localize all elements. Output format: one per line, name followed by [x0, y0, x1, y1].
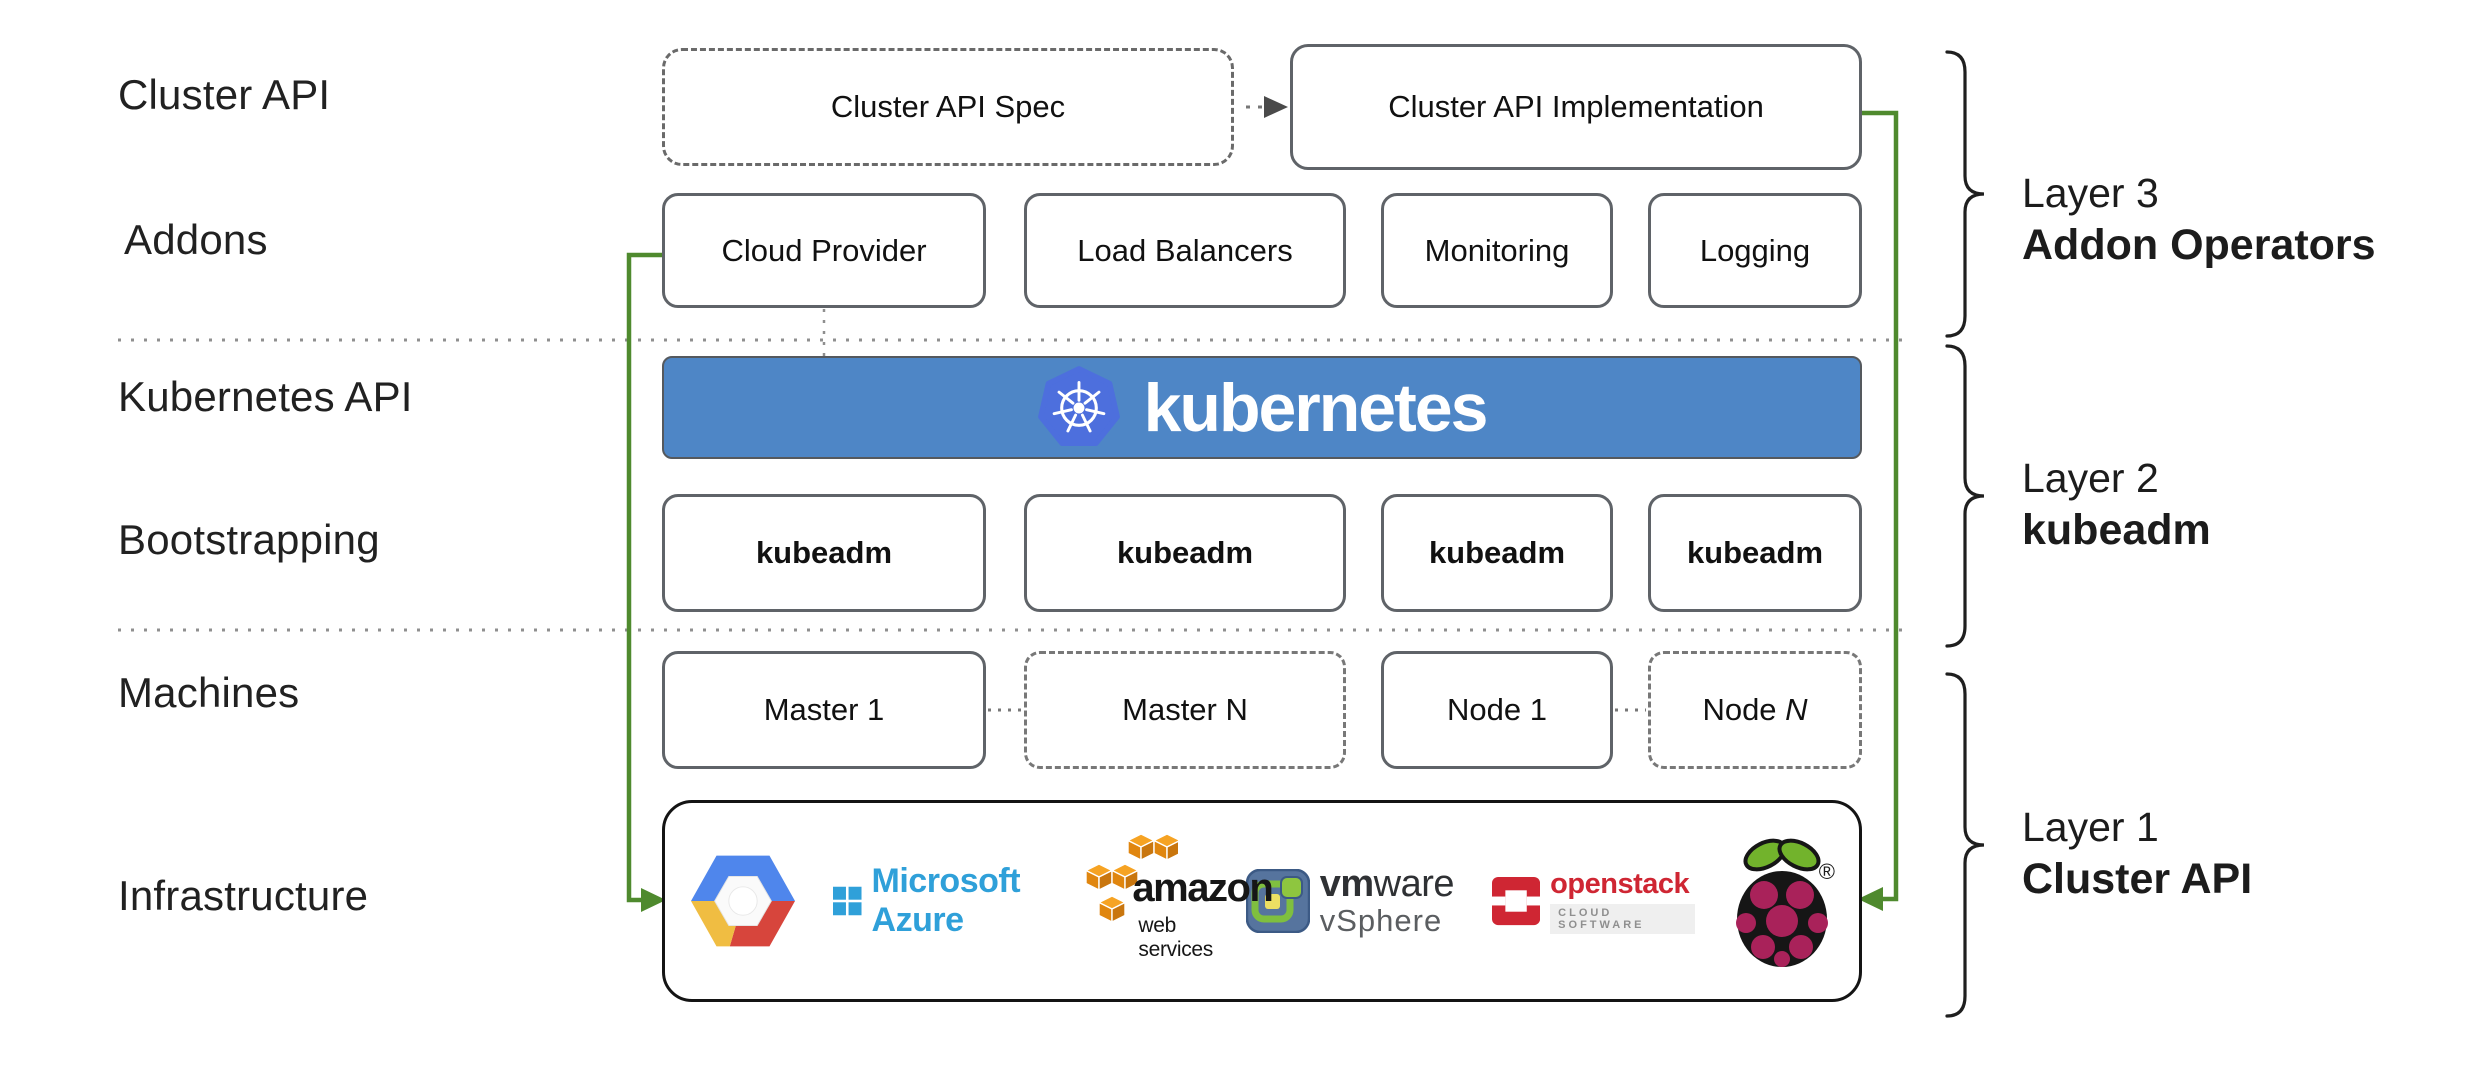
row-label-kubernetes-api: Kubernetes API	[118, 373, 413, 420]
box-cluster-api-spec-label: Cluster API Spec	[830, 89, 1066, 124]
layer-2-title: Layer 2	[2022, 455, 2159, 501]
layer-1-title: Layer 1	[2022, 804, 2159, 850]
layer-1-label: Layer 1 Cluster API	[2022, 801, 2252, 905]
vmware-vsphere-logo: vmware vSphere	[1245, 862, 1455, 938]
raspberry-pi-logo: ®	[1733, 831, 1835, 971]
box-master-n: Master N	[1024, 651, 1346, 769]
amazon-web-services-logo: amazon web services	[1086, 834, 1274, 968]
box-kubeadm-3-label: kubeadm	[1428, 535, 1566, 570]
vmware-wordmark: vmware	[1319, 862, 1455, 905]
vmware-vsphere-icon	[1245, 869, 1310, 933]
layer-1-brace	[1945, 672, 1985, 1018]
kubernetes-wordmark: kubernetes	[1143, 369, 1489, 446]
box-cloud-provider: Cloud Provider	[662, 193, 986, 308]
box-cloud-provider-label: Cloud Provider	[721, 232, 927, 268]
layer-2-label: Layer 2 kubeadm	[2022, 452, 2211, 556]
row-label-cluster-api: Cluster API	[118, 71, 331, 118]
box-node-n-label-prefix: Node	[1702, 692, 1786, 727]
box-node-n: Node N	[1648, 651, 1862, 769]
microsoft-azure-wordmark: Microsoft Azure	[871, 862, 1021, 939]
aws-web-services-label: web services	[1138, 914, 1214, 961]
layer-2-brace	[1945, 344, 1985, 648]
google-cloud-icon	[691, 855, 795, 947]
box-master-1: Master 1	[662, 651, 986, 769]
kubernetes-bar: kubernetes	[662, 356, 1862, 459]
green-flow-right	[1862, 110, 1899, 902]
box-node-1-label: Node 1	[1447, 692, 1547, 727]
box-logging-label: Logging	[1699, 232, 1811, 268]
box-kubeadm-1: kubeadm	[662, 494, 986, 612]
openstack-wordmark: openstack	[1550, 868, 1690, 900]
vmware-text-block: vmware vSphere	[1319, 862, 1455, 938]
green-arrowhead-left	[641, 888, 666, 912]
openstack-logo: openstack CLOUD SOFTWARE	[1492, 868, 1695, 934]
row-label-infrastructure: Infrastructure	[118, 872, 369, 919]
box-monitoring-label: Monitoring	[1424, 232, 1570, 268]
openstack-cloud-software-label: CLOUD SOFTWARE	[1550, 904, 1695, 934]
vmware-wordmark-ware: ware	[1373, 862, 1455, 905]
aws-cubes-icon	[1086, 834, 1179, 924]
microsoft-azure-icon	[833, 886, 862, 916]
box-kubeadm-2: kubeadm	[1024, 494, 1346, 612]
box-kubeadm-3: kubeadm	[1381, 494, 1613, 612]
layer-2-subtitle: kubeadm	[2022, 506, 2211, 554]
layer-3-title: Layer 3	[2022, 170, 2159, 216]
spec-to-impl-arrowhead	[1264, 96, 1288, 118]
amazon-wordmark: amazon	[1132, 866, 1273, 910]
box-cluster-api-implementation: Cluster API Implementation	[1290, 44, 1862, 170]
row-label-addons: Addons	[124, 216, 268, 263]
box-cluster-api-implementation-label: Cluster API Implementation	[1388, 89, 1764, 124]
raspberry-pi-icon	[1736, 838, 1828, 967]
row-label-machines: Machines	[118, 669, 300, 716]
layer-1-subtitle: Cluster API	[2022, 855, 2253, 903]
vmware-wordmark-vm: vm	[1319, 862, 1374, 905]
green-flow-left	[626, 252, 662, 903]
box-cluster-api-spec: Cluster API Spec	[662, 48, 1234, 166]
box-master-n-label: Master N	[1122, 692, 1248, 727]
box-kubeadm-4: kubeadm	[1648, 494, 1862, 612]
layer-3-subtitle: Addon Operators	[2022, 221, 2376, 269]
openstack-text-block: openstack CLOUD SOFTWARE	[1550, 868, 1695, 934]
box-master-1-label: Master 1	[763, 692, 885, 727]
microsoft-azure-logo: Microsoft Azure	[833, 862, 1048, 940]
row-label-bootstrapping: Bootstrapping	[118, 516, 380, 563]
box-logging: Logging	[1648, 193, 1862, 308]
raspberry-pi-registered-mark: ®	[1818, 859, 1835, 884]
green-arrowhead-right	[1858, 887, 1883, 911]
infrastructure-providers-box: Microsoft Azure amazon web services	[662, 800, 1862, 1002]
box-node-n-label: Node N	[1702, 692, 1807, 728]
box-node-n-label-n: N	[1785, 692, 1808, 727]
openstack-icon	[1492, 876, 1541, 926]
box-monitoring: Monitoring	[1381, 193, 1613, 308]
box-kubeadm-2-label: kubeadm	[1116, 535, 1254, 570]
layer-3-label: Layer 3 Addon Operators	[2022, 167, 2376, 271]
google-cloud-logo	[691, 855, 795, 947]
box-load-balancers-label: Load Balancers	[1077, 232, 1293, 268]
box-kubeadm-4-label: kubeadm	[1686, 535, 1824, 570]
kubernetes-logo-icon	[1037, 365, 1120, 446]
layer-3-brace	[1945, 50, 1985, 338]
box-load-balancers: Load Balancers	[1024, 193, 1346, 308]
vsphere-label: vSphere	[1319, 902, 1443, 938]
box-kubeadm-1-label: kubeadm	[755, 535, 893, 570]
box-node-1: Node 1	[1381, 651, 1613, 769]
